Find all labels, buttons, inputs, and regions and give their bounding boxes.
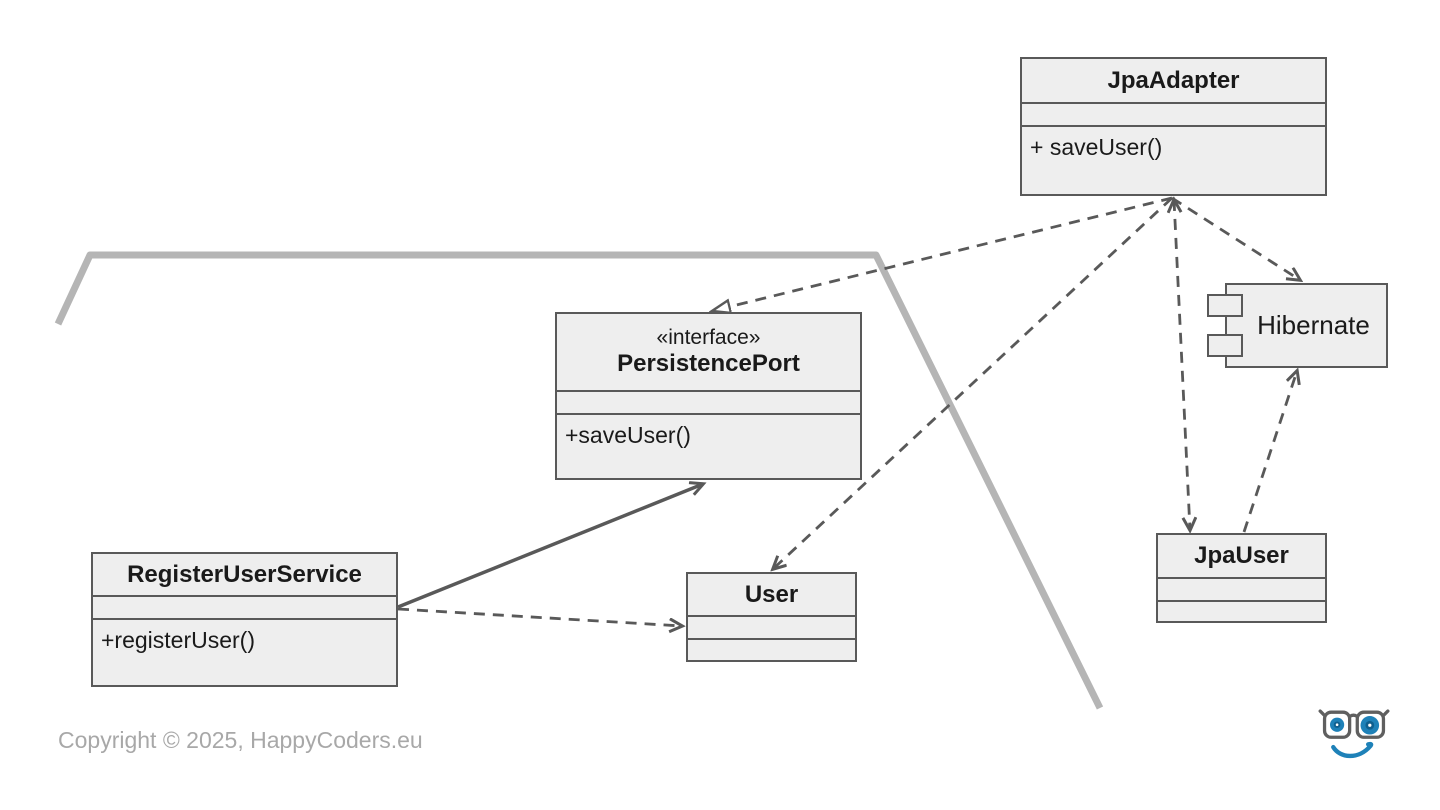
- dependency-jpaadapter-user: [773, 196, 1173, 569]
- hexagon-boundary: [54, 251, 1104, 710]
- class-jpaadapter: JpaAdapter + saveUser(): [1020, 57, 1327, 196]
- class-attributes-empty: [1022, 102, 1325, 125]
- dependency-jpaadapter-jpauser: [1174, 200, 1190, 530]
- class-method: +registerUser(): [93, 618, 396, 685]
- class-title: JpaUser: [1194, 542, 1289, 570]
- class-attributes-empty: [1158, 577, 1325, 600]
- class-title-text: PersistencePort: [617, 350, 800, 378]
- component-tab-icon: [1207, 294, 1243, 317]
- class-registeruserservice: RegisterUserService +registerUser(): [91, 552, 398, 687]
- class-title: RegisterUserService: [127, 560, 362, 588]
- class-title: User: [744, 580, 799, 608]
- interface-persistenceport: «interface» PersistencePort +saveUser(): [555, 312, 862, 480]
- component-tab-icon: [1207, 334, 1243, 357]
- class-jpauser: JpaUser: [1156, 533, 1327, 623]
- class-attributes-empty: [557, 390, 860, 413]
- realization-jpaadapter-persistenceport: [712, 196, 1173, 311]
- copyright-text: Copyright © 2025, HappyCoders.eu: [58, 727, 423, 753]
- dependency-jpaadapter-hibernate: [1171, 196, 1300, 280]
- class-attributes-empty: [688, 615, 855, 638]
- component-hibernate: Hibernate: [1225, 283, 1388, 368]
- component-title: Hibernate: [1257, 310, 1370, 340]
- class-title: «interface» PersistencePort: [557, 314, 860, 390]
- class-methods-empty: [688, 638, 855, 660]
- class-attributes-empty: [93, 595, 396, 618]
- class-title: JpaAdapter: [1107, 66, 1240, 94]
- class-methods-empty: [1158, 600, 1325, 621]
- dependency-registeruserservice-user: [397, 607, 682, 626]
- interface-stereotype: «interface»: [656, 326, 761, 350]
- class-method: + saveUser(): [1022, 125, 1325, 194]
- class-method: +saveUser(): [557, 413, 860, 478]
- class-user: User: [686, 572, 857, 662]
- happycoders-glasses-logo: [1318, 709, 1390, 759]
- dependency-jpauser-hibernate: [1242, 371, 1297, 533]
- association-registeruserservice-persistenceport: [397, 484, 703, 609]
- smile-icon: [1331, 741, 1374, 759]
